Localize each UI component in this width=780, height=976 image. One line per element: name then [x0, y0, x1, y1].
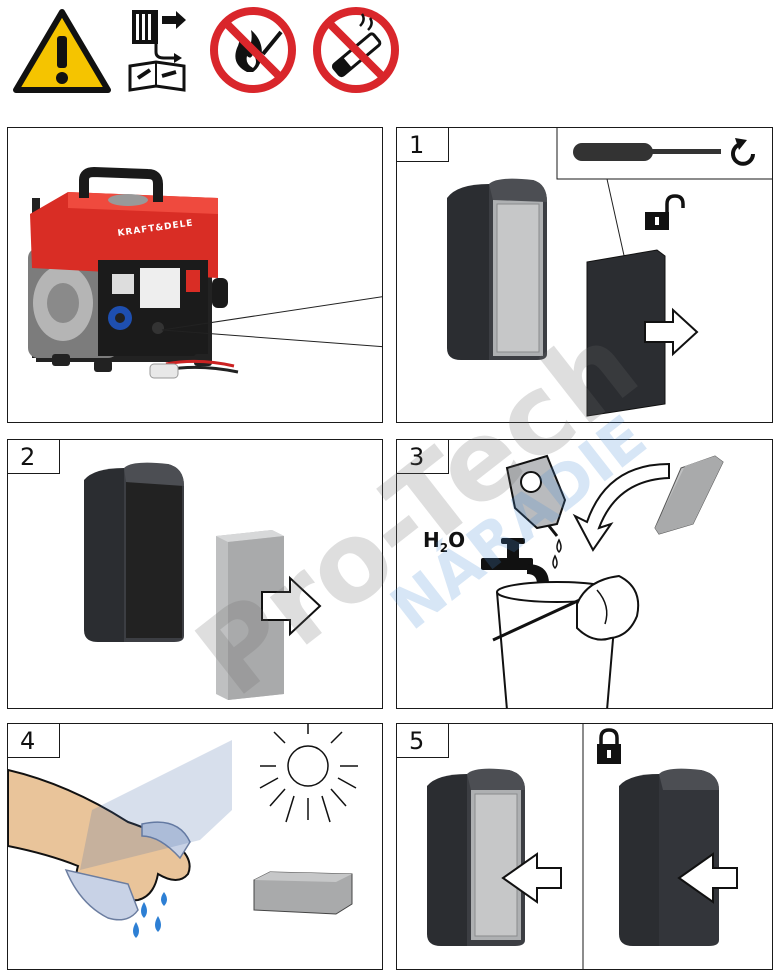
foam-filter-drying: [253, 871, 353, 915]
warning-triangle-icon: [12, 8, 112, 94]
step-number: 3: [397, 440, 449, 474]
step-number: 2: [8, 440, 60, 474]
generator-overview-panel: KRAFT&DELE: [7, 127, 383, 423]
hand-squeezing-filter: [8, 768, 191, 921]
screwdriver-icon: [573, 143, 721, 161]
detergent-bottle-icon: [505, 454, 567, 537]
lock-icon: [597, 728, 621, 764]
step-number: 1: [397, 128, 449, 162]
water-drop-icon: [552, 538, 562, 570]
cloth-icon: [576, 574, 640, 641]
step-number: 4: [8, 724, 60, 758]
curved-arrow-icon: [572, 462, 670, 552]
step-3-panel: 3 H2O: [396, 439, 773, 709]
generator-illustration: KRAFT&DELE: [28, 166, 382, 379]
step-5-panel: 5: [396, 723, 773, 970]
filter-housing: [447, 178, 547, 360]
foam-filter-element: [654, 455, 724, 535]
no-open-flame-icon: [209, 6, 297, 94]
h2o-label: H2O: [423, 528, 466, 555]
step-number: 5: [397, 724, 449, 758]
foam-filter-element: [216, 530, 284, 700]
step-1-panel: 1: [396, 127, 773, 423]
step-2-panel: 2: [7, 439, 383, 709]
step-4-panel: 4: [7, 723, 383, 970]
arrow-left-icon: [501, 852, 562, 904]
sun-icon: [259, 724, 358, 823]
water-drop-icon: [133, 892, 167, 938]
filter-housing: [427, 768, 525, 946]
read-manual-icon: [126, 6, 190, 92]
water-tap-icon: [481, 538, 549, 588]
arrow-right-icon: [261, 575, 322, 637]
arrow-right-icon: [644, 307, 699, 357]
unlock-icon: [645, 194, 685, 230]
filter-housing-closed: [619, 768, 719, 946]
no-smoking-icon: [312, 6, 400, 94]
arrow-left-icon: [677, 852, 738, 904]
rotate-ccw-icon: [731, 138, 755, 166]
filter-housing: [84, 462, 184, 642]
